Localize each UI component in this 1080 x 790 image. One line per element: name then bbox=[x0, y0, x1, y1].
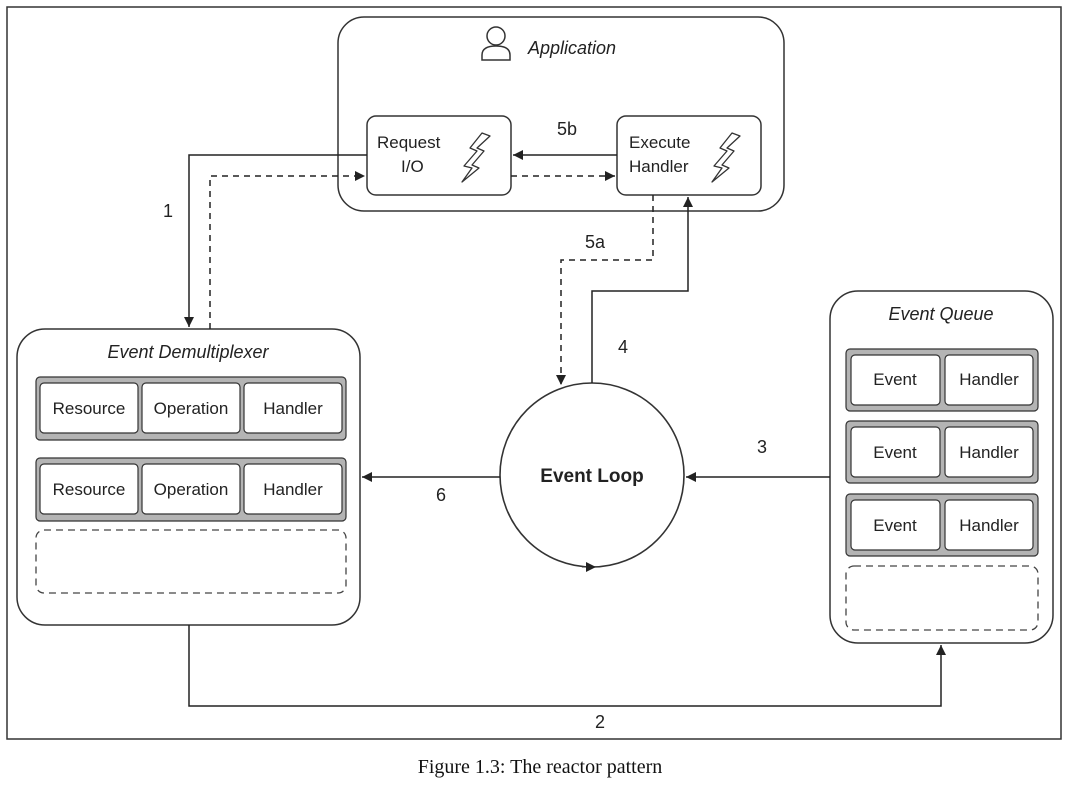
execute-handler-label-line1: Execute bbox=[629, 133, 690, 152]
lightning-icon bbox=[461, 132, 491, 183]
event-queue-row: Event Handler bbox=[845, 348, 1039, 412]
operation-cell: Operation bbox=[154, 480, 229, 499]
resource-cell: Resource bbox=[53, 399, 126, 418]
event-queue-box: Event Queue Event Handler Event Handler … bbox=[829, 290, 1054, 644]
connector-step4 bbox=[591, 197, 693, 383]
event-queue-row: Event Handler bbox=[845, 420, 1039, 484]
demultiplexer-row: Resource Operation Handler bbox=[35, 457, 347, 522]
figure-frame bbox=[6, 6, 1062, 740]
event-demultiplexer-box: Event Demultiplexer Resource Operation H… bbox=[16, 328, 361, 626]
execute-handler-label-line2: Handler bbox=[629, 157, 689, 176]
connector-step1 bbox=[184, 154, 367, 327]
demultiplexer-empty-slot bbox=[35, 529, 347, 594]
step-label-4: 4 bbox=[618, 337, 628, 357]
execute-handler-box: Execute Handler bbox=[616, 115, 762, 196]
event-loop: Event Loop bbox=[499, 382, 685, 572]
request-io-box: Request I/O bbox=[366, 115, 512, 196]
lightning-icon bbox=[711, 132, 741, 183]
event-queue-empty-slot bbox=[845, 565, 1039, 631]
event-cell: Event bbox=[873, 516, 917, 535]
handler-cell: Handler bbox=[263, 399, 323, 418]
step-label-3: 3 bbox=[757, 437, 767, 457]
step-label-6: 6 bbox=[436, 485, 446, 505]
connector-dashed-return bbox=[209, 171, 365, 329]
connector-step5a bbox=[556, 195, 654, 385]
step-label-2: 2 bbox=[595, 712, 605, 732]
handler-cell: Handler bbox=[959, 370, 1019, 389]
handler-cell: Handler bbox=[263, 480, 323, 499]
event-queue-title: Event Queue bbox=[888, 304, 993, 324]
event-cell: Event bbox=[873, 443, 917, 462]
request-io-label-line1: Request bbox=[377, 133, 441, 152]
step-label-1: 1 bbox=[163, 201, 173, 221]
application-title: Application bbox=[527, 38, 616, 58]
event-queue-row: Event Handler bbox=[845, 493, 1039, 557]
event-cell: Event bbox=[873, 370, 917, 389]
resource-cell: Resource bbox=[53, 480, 126, 499]
step-label-5b: 5b bbox=[557, 119, 577, 139]
connector-step2 bbox=[188, 625, 946, 707]
event-demultiplexer-title: Event Demultiplexer bbox=[107, 342, 269, 362]
handler-cell: Handler bbox=[959, 443, 1019, 462]
demultiplexer-row: Resource Operation Handler bbox=[35, 376, 347, 441]
user-icon bbox=[481, 26, 511, 61]
handler-cell: Handler bbox=[959, 516, 1019, 535]
request-io-label-line2: I/O bbox=[401, 157, 424, 176]
step-label-5a: 5a bbox=[585, 232, 606, 252]
event-loop-label: Event Loop bbox=[540, 466, 643, 487]
operation-cell: Operation bbox=[154, 399, 229, 418]
figure-caption: Figure 1.3: The reactor pattern bbox=[417, 756, 663, 778]
